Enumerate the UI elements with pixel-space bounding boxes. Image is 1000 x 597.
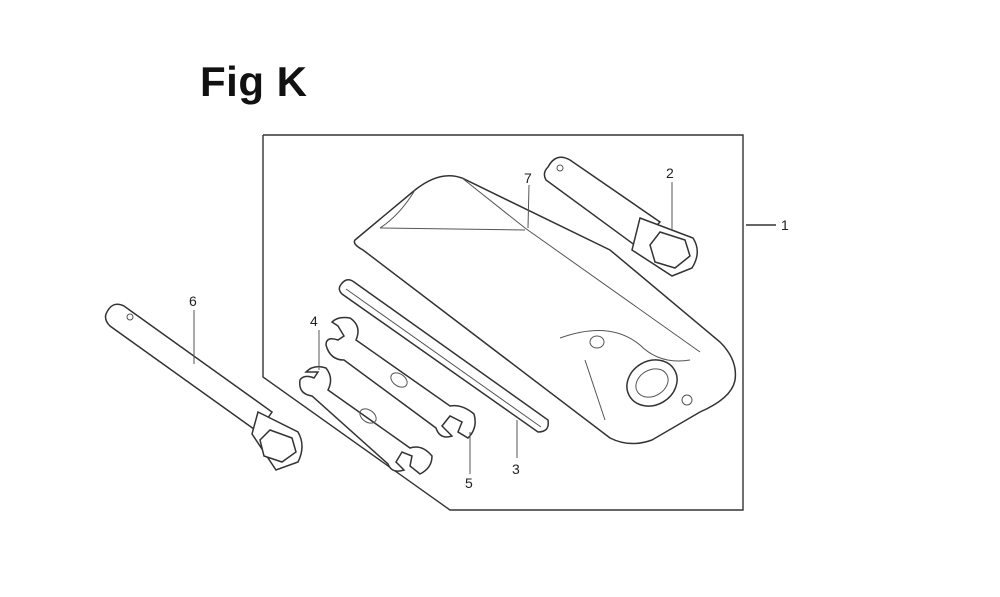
socket-wrench <box>104 303 303 471</box>
assembly-bracket <box>262 134 776 511</box>
wrench-upper <box>325 316 476 439</box>
callout-1: 1 <box>781 217 789 233</box>
wrench-lower <box>299 365 433 475</box>
callout-2: 2 <box>666 165 674 181</box>
tool-bag <box>353 175 737 445</box>
leader-lines <box>193 182 673 474</box>
callout-4: 4 <box>310 313 318 329</box>
callout-6: 6 <box>189 293 197 309</box>
box-wrench <box>543 156 698 277</box>
callout-7: 7 <box>524 170 532 186</box>
rod <box>338 279 550 433</box>
callout-3: 3 <box>512 461 520 477</box>
callout-5: 5 <box>465 475 473 491</box>
figure-title: Fig K <box>200 58 308 105</box>
